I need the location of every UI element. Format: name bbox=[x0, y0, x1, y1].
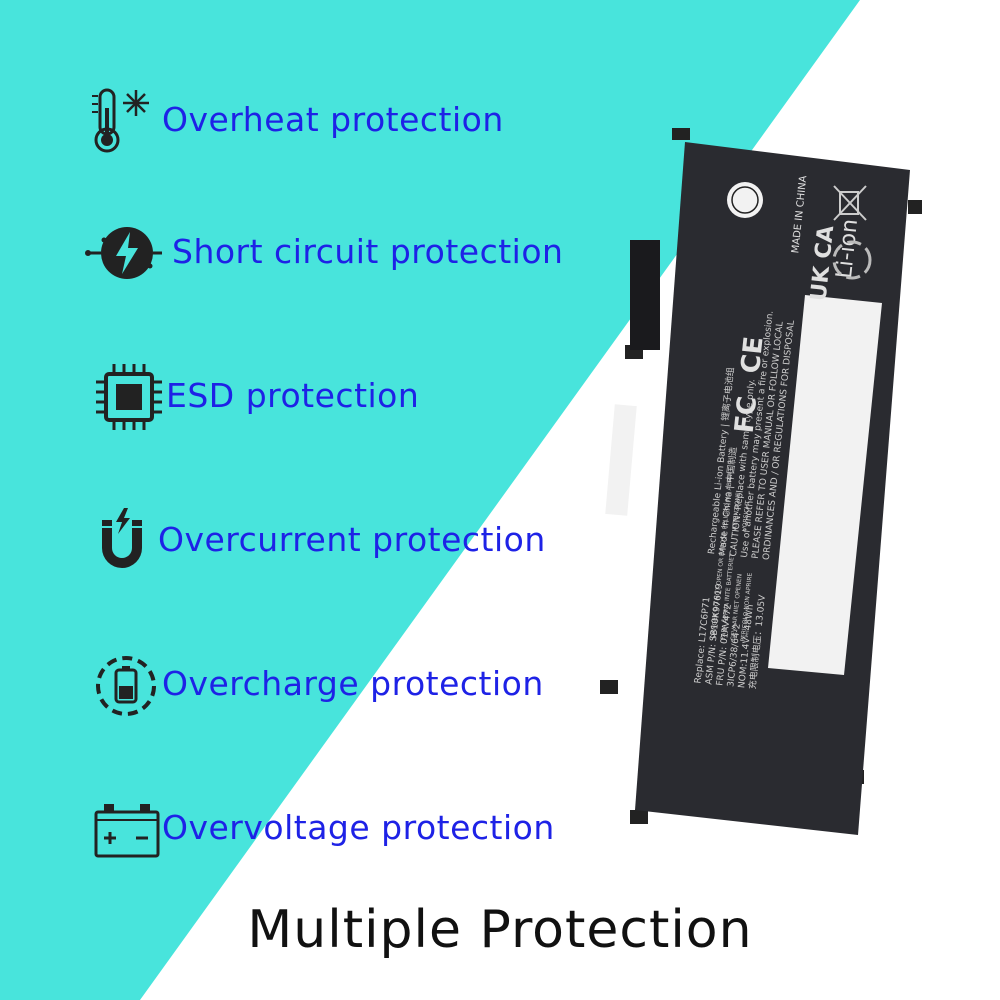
feature-label: Overheat protection bbox=[162, 100, 504, 139]
feature-overvoltage: Overvoltage protection bbox=[0, 784, 560, 874]
battery-attention-text: ATTENZIONE bbox=[731, 492, 742, 531]
page-title: Multiple Protection bbox=[247, 900, 753, 960]
feature-label: ESD protection bbox=[166, 376, 420, 415]
feature-short-circuit: Short circuit protection bbox=[0, 208, 564, 298]
thermometer-snowflake-icon bbox=[92, 88, 149, 153]
car-battery-icon bbox=[94, 804, 160, 858]
feature-overheat: Overheat protection bbox=[0, 76, 560, 166]
recycle-icon bbox=[832, 240, 872, 280]
feature-label: Overvoltage protection bbox=[162, 808, 555, 847]
battery-fc-mark: FC bbox=[730, 395, 764, 435]
battery-vorsicht-text: VORSICHT bbox=[741, 500, 751, 532]
battery-ce-mark: CE bbox=[736, 335, 770, 375]
battery-charging-icon bbox=[96, 656, 156, 716]
feature-overcurrent: Overcurrent protection bbox=[0, 496, 560, 586]
feature-esd: ESD protection bbox=[0, 352, 560, 442]
battery-image: Replace: L17C6P71 ASM P/N: SB10K97619 FR… bbox=[600, 128, 922, 835]
feature-overcharge: Overcharge protection bbox=[0, 640, 560, 730]
chip-icon bbox=[96, 364, 162, 430]
battery-white-label bbox=[768, 295, 882, 675]
magnet-lightning-icon bbox=[102, 508, 142, 568]
lightning-circuit-icon bbox=[85, 227, 162, 279]
feature-label: Overcurrent protection bbox=[158, 520, 546, 559]
feature-label: Overcharge protection bbox=[162, 664, 544, 703]
crossed-bin-icon bbox=[833, 185, 867, 221]
feature-label: Short circuit protection bbox=[172, 232, 564, 271]
